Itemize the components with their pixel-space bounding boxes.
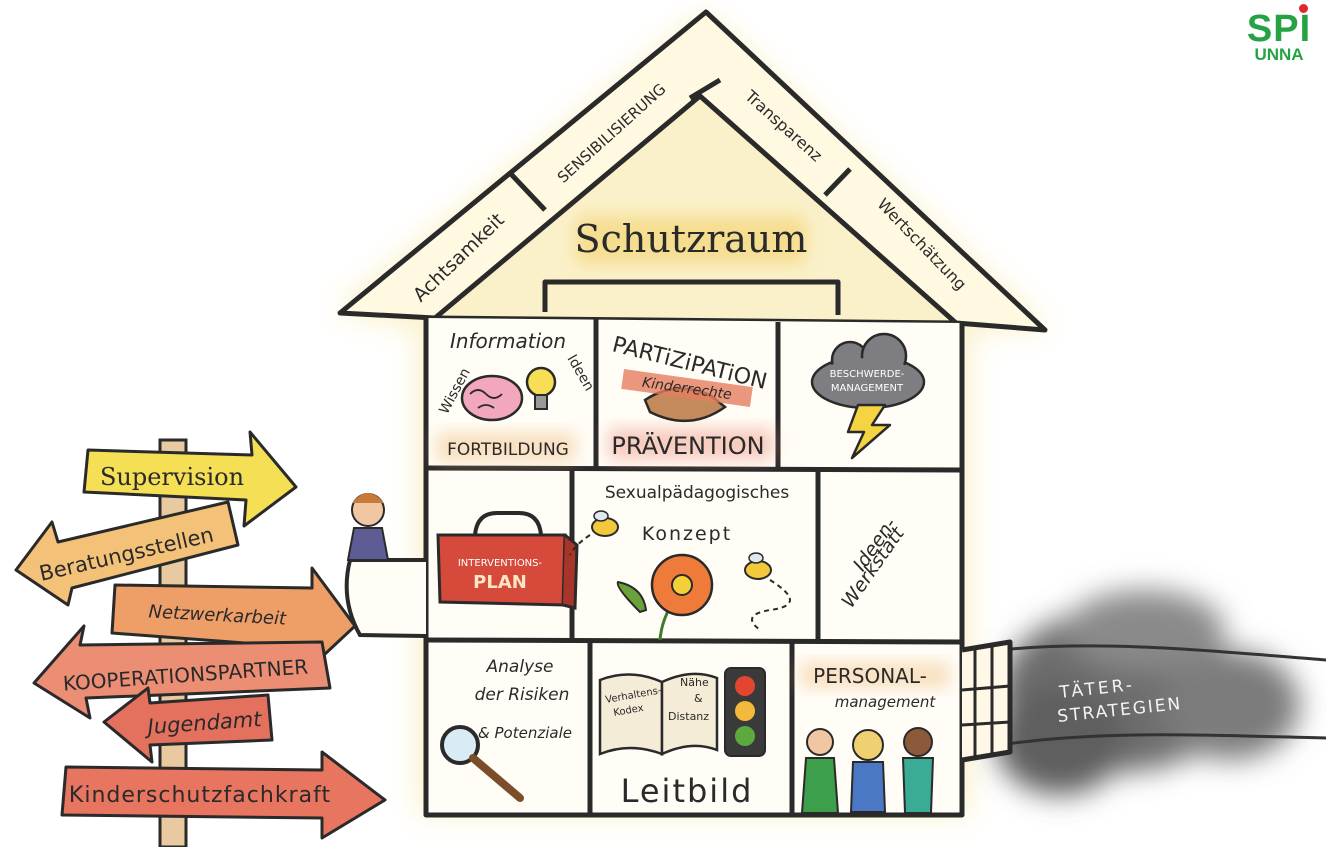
person-icon	[901, 727, 935, 814]
flower-icon	[616, 553, 714, 641]
person-icon	[800, 728, 840, 814]
sign-jugendamt: Jugendamt	[102, 686, 274, 764]
signpost: Supervision Beratungsstellen Netzwerkarb…	[14, 430, 387, 847]
magnifier-icon	[440, 725, 524, 802]
logo-dot	[1299, 4, 1308, 13]
book-right-3: Distanz	[668, 710, 709, 723]
lightbulb-icon	[525, 366, 557, 410]
lightning-icon	[846, 403, 892, 460]
case-handle	[473, 511, 543, 536]
leitbild-title: Leitbild	[621, 772, 754, 810]
analyse-line3: & Potenziale	[478, 724, 572, 742]
partizipation-bottom: PRÄVENTION	[611, 431, 764, 460]
beschwerde-line1: BESCHWERDE-	[830, 369, 905, 380]
room-beschwerde: BESCHWERDE- MANAGEMENT	[810, 332, 926, 460]
brain-icon	[460, 374, 524, 422]
logo-main: SPI	[1240, 4, 1318, 48]
personal-line1: PERSONAL-	[813, 664, 927, 688]
intervention-line2: PLAN	[473, 572, 527, 593]
sign-kooperationspartner: KOOPERATIONSPARTNER	[32, 624, 332, 720]
book-right-1: Nähe	[680, 676, 709, 689]
sign-label: Kinderschutzfachkraft	[69, 783, 331, 808]
beschwerde-line2: MANAGEMENT	[831, 383, 904, 394]
book-left-2: Kodex	[613, 703, 645, 719]
traffic-light-icon	[724, 667, 766, 757]
room-leitbild: Verhaltens- Kodex Nähe & Distanz Leitbil…	[598, 667, 766, 810]
bee-trail	[569, 534, 791, 631]
bee-icon	[591, 510, 619, 537]
room-intervention: INTERVENTIONS- PLAN	[436, 511, 579, 610]
room-analyse: Analyse der Risiken & Potenziale	[440, 657, 572, 802]
balcony	[344, 493, 427, 638]
room-konzept: Sexualpädagogisches Konzept	[569, 483, 791, 641]
child-icon	[346, 493, 390, 561]
analyse-line1: Analyse	[486, 657, 554, 677]
konzept-line2: Konzept	[642, 523, 732, 545]
konzept-line1: Sexualpädagogisches	[605, 483, 789, 503]
book-icon	[598, 672, 719, 756]
person-icon	[849, 729, 887, 813]
bee-icon	[744, 552, 772, 580]
logo-sub: UNNA	[1254, 45, 1304, 64]
book-right-2: &	[694, 692, 703, 705]
room-personal: PERSONAL- management	[800, 662, 950, 814]
sign-supervision: Supervision	[82, 430, 298, 528]
personal-line2: management	[835, 693, 937, 711]
kinderrechte-ribbon	[621, 369, 753, 407]
cloud-icon	[810, 332, 926, 410]
briefcase-icon	[436, 533, 567, 607]
sign-label: Supervision	[100, 463, 244, 491]
intervention-line1: INTERVENTIONS-	[458, 558, 543, 569]
analyse-line2: der Risiken	[475, 685, 570, 705]
spi-unna-logo: SPI UNNA	[1240, 4, 1318, 64]
room-information: Information Wissen Ideen FORTBILDUNG	[436, 329, 597, 462]
roof-title: Schutzraum	[575, 217, 808, 261]
sign-kinderschutzfachkraft: Kinderschutzfachkraft	[60, 750, 387, 840]
information-bottom: FORTBILDUNG	[447, 440, 569, 460]
roof	[337, 9, 1048, 333]
taeter-cloud: TÄTER- STRATEGIEN	[995, 590, 1326, 795]
information-title: Information	[450, 329, 566, 353]
